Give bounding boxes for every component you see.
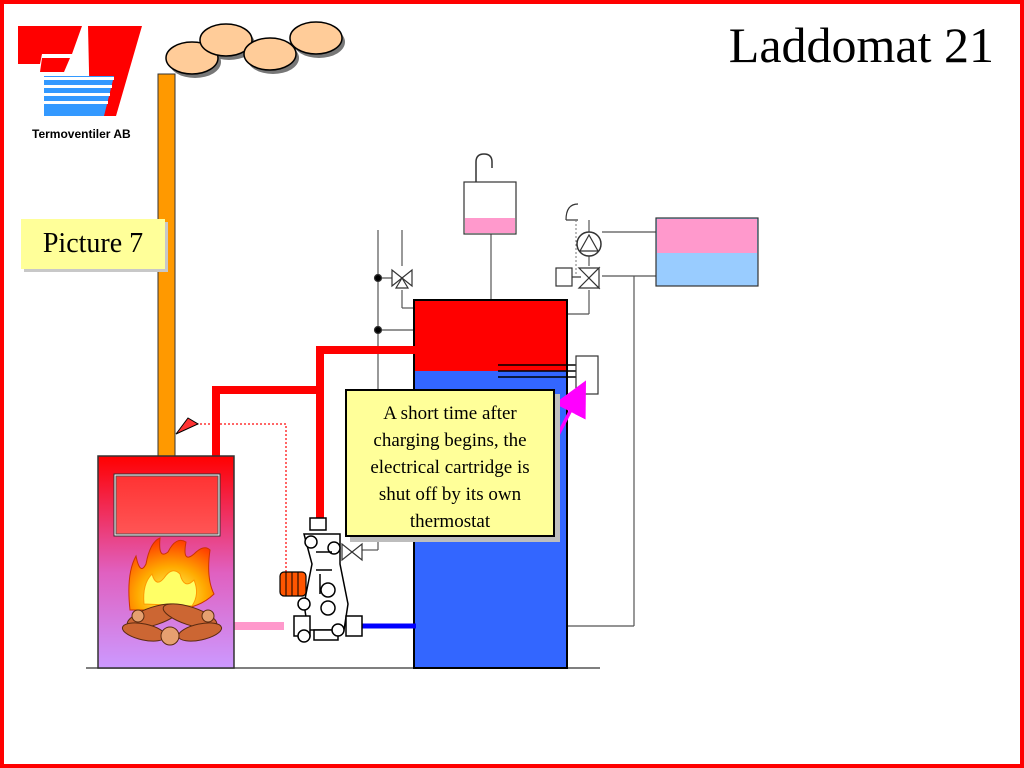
- open-expansion-vessel: [463, 153, 517, 235]
- heating-diagram: [18, 21, 759, 669]
- bypass-valve: [341, 542, 363, 562]
- fire: [121, 537, 223, 646]
- boiler: [97, 455, 235, 669]
- electric-cartridge-thermostat: [575, 355, 599, 395]
- circulation-pump: [565, 203, 602, 274]
- laddomat-motor: [279, 571, 307, 597]
- hot-pipes: [212, 346, 416, 522]
- company-name: Termoventiler AB: [32, 127, 131, 141]
- flue-sensor: [175, 417, 200, 435]
- callout-text-box: A short time after charging begins, the …: [345, 389, 555, 537]
- three-way-valve-right: [555, 266, 601, 290]
- closed-expansion-tank: [655, 217, 759, 287]
- slide-title: Laddomat 21: [728, 17, 994, 73]
- smoke-clouds: [165, 21, 345, 78]
- three-way-valve-left: [373, 268, 413, 335]
- laddomat-unit: [293, 517, 363, 643]
- flue-sensor-line: [196, 423, 287, 586]
- picture-label: Picture 7: [21, 219, 165, 269]
- company-logo: [18, 26, 142, 116]
